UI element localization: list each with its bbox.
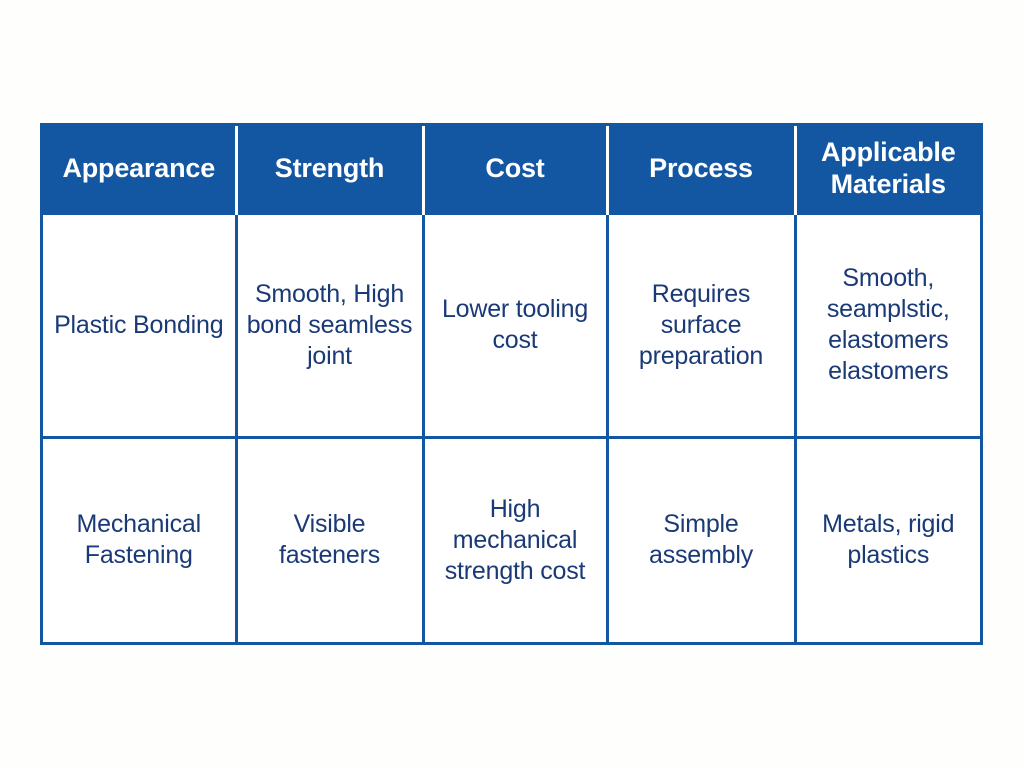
watermark [866, 694, 996, 740]
cell-materials: Smooth, seamplstic, elastomers elastomer… [795, 211, 980, 437]
cell-cost: Lower tooling cost [423, 211, 609, 437]
table-header-row: Appearance Strength Cost Process Applica… [43, 126, 980, 213]
column-header-appearance: Appearance [43, 126, 238, 213]
comparison-table: Appearance Strength Cost Process Applica… [43, 126, 980, 642]
column-header-process: Process [607, 126, 797, 213]
table-row: Mechanical Fastening Visible fasteners H… [43, 435, 980, 642]
cell-strength: Smooth, High bond seamless joint [236, 211, 425, 437]
table-row: Plastic Bonding Smooth, High bond seamle… [43, 211, 980, 437]
table-header: Appearance Strength Cost Process Applica… [43, 126, 980, 213]
column-header-cost: Cost [423, 126, 609, 213]
cell-process: Requires surface preparation [607, 211, 797, 437]
cell-strength: Visible fasteners [236, 435, 425, 642]
column-header-strength: Strength [236, 126, 425, 213]
cell-cost: High mechanical strength cost [423, 435, 609, 642]
cell-method: Plastic Bonding [43, 211, 238, 437]
column-header-applicable-materials: Applicable Materials [795, 126, 980, 213]
comparison-table-container: Appearance Strength Cost Process Applica… [40, 123, 983, 645]
cell-process: Simple assembly [607, 435, 797, 642]
table-body: Plastic Bonding Smooth, High bond seamle… [43, 211, 980, 642]
cell-method: Mechanical Fastening [43, 435, 238, 642]
cell-materials: Metals, rigid plastics [795, 435, 980, 642]
